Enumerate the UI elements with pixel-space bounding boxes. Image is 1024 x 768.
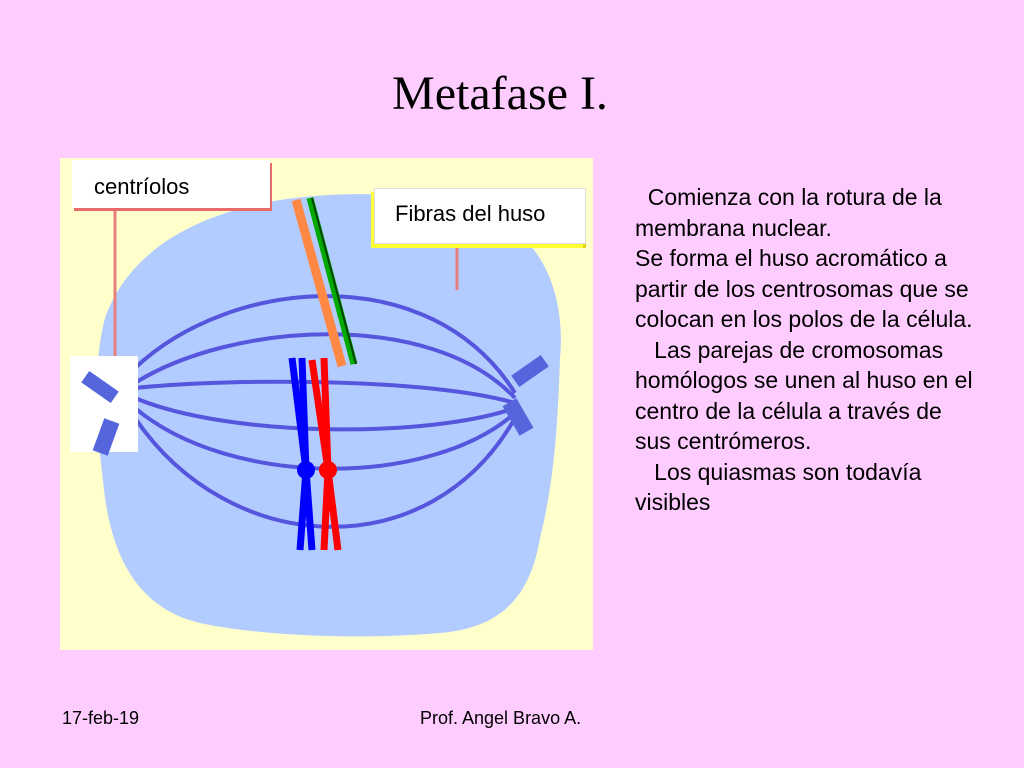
chromosome-green [306, 197, 358, 365]
slide-title: Metafase I. [392, 67, 608, 120]
centriolos-label-box: centríolos [72, 160, 270, 208]
centriole-right-top [511, 354, 549, 388]
paragraph-1: Comienza con la rotura de la membrana nu… [635, 182, 980, 243]
paragraph-2: Se forma el huso acromático a partir de … [635, 243, 980, 335]
centriole-left-top [81, 370, 119, 404]
centromere-red [319, 461, 337, 479]
paragraph-4-text: Los quiasmas son todavía visibles [635, 458, 922, 516]
spindle-fiber [134, 379, 516, 405]
spindle-fiber [133, 294, 517, 395]
description-text: Comienza con la rotura de la membrana nu… [635, 182, 980, 518]
spindle-fiber [133, 416, 517, 529]
paragraph-1-text: Comienza con la rotura de la membrana nu… [635, 184, 942, 241]
centriole-right-bottom [502, 398, 534, 436]
paragraph-4: Los quiasmas son todavía visibles [635, 457, 980, 518]
paragraph-2-text: Se forma el huso acromático a partir de … [635, 245, 973, 332]
fibras-label: Fibras del huso [395, 201, 546, 226]
footer-date: 17-feb-19 [62, 708, 140, 728]
paragraph-3-text: Las parejas de cromosomas homólogos se u… [635, 336, 973, 455]
centriole-left-bottom [92, 418, 120, 456]
homologous-chromosomes [288, 357, 342, 551]
centriolos-label: centríolos [94, 174, 190, 199]
chromosome-green-outline [311, 197, 357, 365]
crossing-chromosomes [291, 197, 358, 368]
footer-author: Prof. Angel Bravo A. [420, 708, 582, 728]
fibras-label-box: Fibras del huso [374, 188, 586, 244]
chromosome-orange [291, 198, 347, 368]
paragraph-3: Las parejas de cromosomas homólogos se u… [635, 335, 980, 457]
centromere-blue [297, 461, 315, 479]
